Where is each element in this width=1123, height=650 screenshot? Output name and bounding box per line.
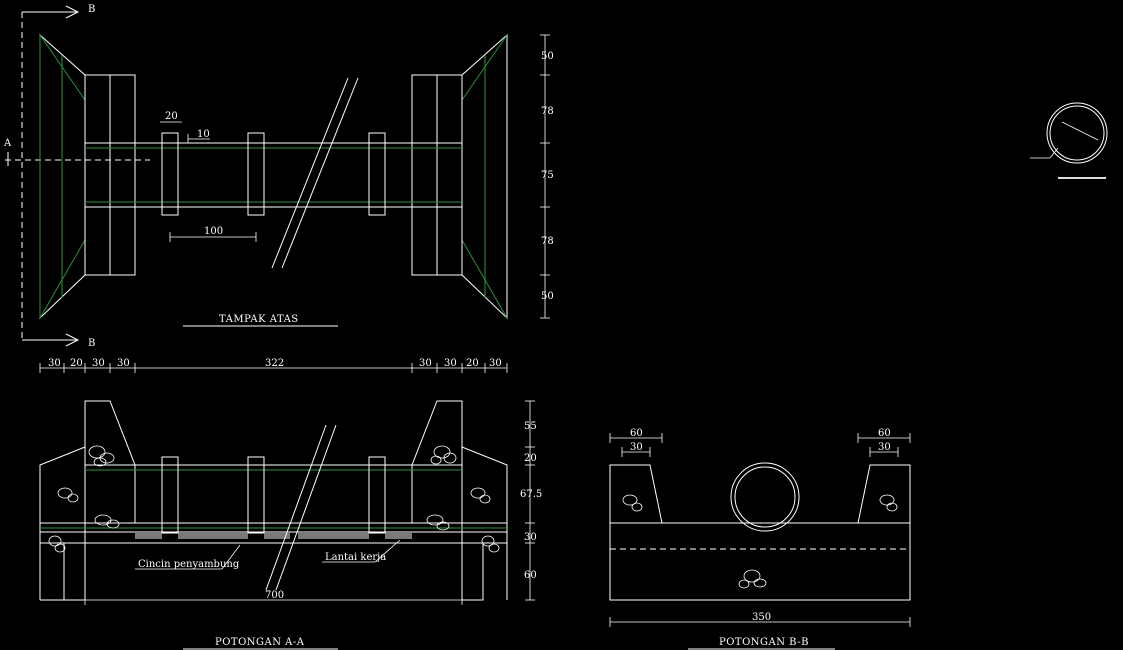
- floor-hatch: [385, 533, 412, 539]
- section-mark-b-top: B: [88, 4, 96, 15]
- dim-right-1: 50: [541, 51, 554, 62]
- label-work-floor: Lantai kerja: [325, 552, 386, 563]
- joint-ring-section: [368, 456, 386, 534]
- floor-hatch: [178, 533, 248, 539]
- base-slab-bb: [609, 522, 911, 601]
- break-line-section: [265, 424, 327, 591]
- dim-bottom-r4: 30: [489, 358, 502, 369]
- dim-bb-right-sub: 30: [878, 442, 891, 453]
- pipe-detail: [1030, 102, 1108, 179]
- dim-right-3: 75: [541, 170, 554, 181]
- joint-ring-section: [161, 456, 179, 534]
- stone-fill: [48, 445, 500, 553]
- floor-hatch: [298, 533, 369, 539]
- section-arrow-b-bottom: [65, 333, 80, 347]
- title-section-aa: POTONGAN A-A: [215, 637, 305, 648]
- dim-right-5: 50: [541, 291, 554, 302]
- section-bb: 60 30 60 30 350 POTONGAN B-B: [609, 428, 911, 650]
- dim-bottom-l4: 30: [117, 358, 130, 369]
- dim-bb-left-top: 60: [630, 428, 643, 439]
- right-headwall-bb: [857, 464, 911, 524]
- floor-hatch: [264, 533, 290, 539]
- left-abutment-section: [84, 400, 136, 524]
- top-view: B B A: [3, 4, 554, 373]
- dim-aa-1: 55: [524, 421, 537, 432]
- dim-bottom-r1: 30: [419, 358, 432, 369]
- pipe-section-outer: [730, 462, 800, 532]
- dim-bb-right-top: 60: [878, 428, 891, 439]
- right-abutment-section: [411, 400, 463, 524]
- section-mark-b-bottom: B: [88, 338, 96, 349]
- dim-bottom-r3: 20: [466, 358, 479, 369]
- dim-bb-total-width: 350: [752, 612, 771, 623]
- dim-span: 100: [204, 226, 223, 237]
- section-arrow-b-top: [65, 5, 80, 19]
- stone-fill-bb: [622, 494, 898, 589]
- dim-aa-2: 20: [524, 453, 537, 464]
- dim-plank-width: 20: [165, 111, 178, 122]
- dim-aa-4: 30: [524, 532, 537, 543]
- dim-aa-5: 60: [524, 570, 537, 581]
- joint-ring: [161, 132, 179, 216]
- detail-caption-bar: [1058, 177, 1106, 179]
- dim-total-width: 700: [265, 590, 284, 601]
- title-top-view: TAMPAK ATAS: [219, 314, 299, 325]
- dim-bottom-l1: 30: [48, 358, 61, 369]
- section-aa: Cincin penyambung Lantai kerja 700 55 20…: [39, 400, 542, 650]
- dim-right-2: 78: [541, 106, 554, 117]
- pipe-inner-circle: [1049, 105, 1105, 161]
- joint-ring: [247, 132, 265, 216]
- break-line: [271, 77, 349, 269]
- joint-ring-section: [247, 456, 265, 534]
- title-section-bb: POTONGAN B-B: [719, 637, 809, 648]
- dim-bottom-l2: 20: [70, 358, 83, 369]
- pipe-outer-circle: [1046, 102, 1108, 164]
- pipe-section-inner: [734, 466, 796, 528]
- dim-gap: 10: [197, 129, 210, 140]
- floor-hatch: [135, 533, 162, 539]
- dim-right-4: 78: [541, 236, 554, 247]
- dim-bottom-mid: 322: [265, 358, 284, 369]
- dim-bottom-l3: 30: [92, 358, 105, 369]
- dim-aa-3: 67.5: [520, 489, 542, 500]
- section-mark-a: A: [3, 138, 12, 149]
- label-joint-ring: Cincin penyambung: [138, 559, 240, 570]
- dim-bb-left-sub: 30: [630, 442, 643, 453]
- left-headwall-bb: [609, 464, 663, 524]
- dim-bottom-r2: 30: [444, 358, 457, 369]
- joint-ring: [368, 132, 386, 216]
